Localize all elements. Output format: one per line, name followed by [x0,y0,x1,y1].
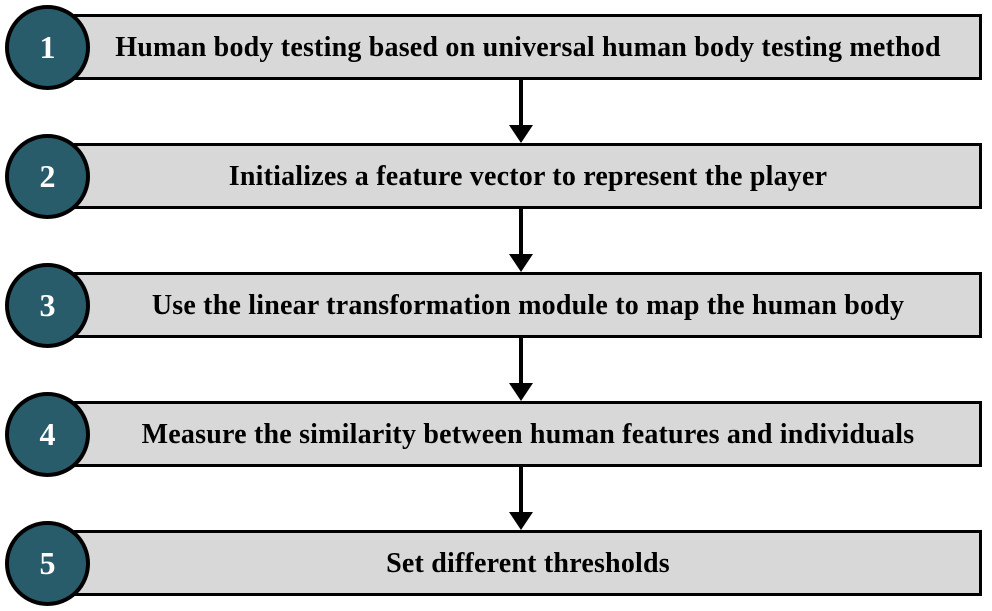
step-number-badge-4: 4 [5,392,90,477]
step-bar-1: Human body testing based on universal hu… [74,14,982,80]
flow-arrow-2 [509,209,533,272]
flow-arrow-3 [509,338,533,401]
step-bar-5: Set different thresholds [74,530,982,596]
arrow-down-icon [509,383,533,401]
step-label-4: Measure the similarity between human fea… [141,419,915,450]
step-number-5: 5 [39,544,56,581]
step-label-5: Set different thresholds [386,548,670,579]
step-number-1: 1 [39,28,56,65]
arrow-stem [519,209,523,255]
arrow-stem [519,80,523,126]
step-label-3: Use the linear transformation module to … [151,290,905,321]
arrow-down-icon [509,125,533,143]
step-number-badge-3: 3 [5,263,90,348]
step-number-3: 3 [39,286,56,323]
step-bar-4: Measure the similarity between human fea… [74,401,982,467]
step-bar-2: Initializes a feature vector to represen… [74,143,982,209]
arrow-stem [519,338,523,384]
step-number-badge-1: 1 [5,5,90,90]
step-label-1: Human body testing based on universal hu… [115,32,941,63]
arrow-down-icon [509,512,533,530]
step-number-4: 4 [39,415,56,452]
step-number-badge-5: 5 [5,521,90,606]
step-number-badge-2: 2 [5,134,90,219]
step-label-2: Initializes a feature vector to represen… [228,161,828,192]
arrow-stem [519,467,523,513]
step-number-2: 2 [39,157,56,194]
flow-arrow-1 [509,80,533,143]
arrow-down-icon [509,254,533,272]
step-bar-3: Use the linear transformation module to … [74,272,982,338]
flow-arrow-4 [509,467,533,530]
